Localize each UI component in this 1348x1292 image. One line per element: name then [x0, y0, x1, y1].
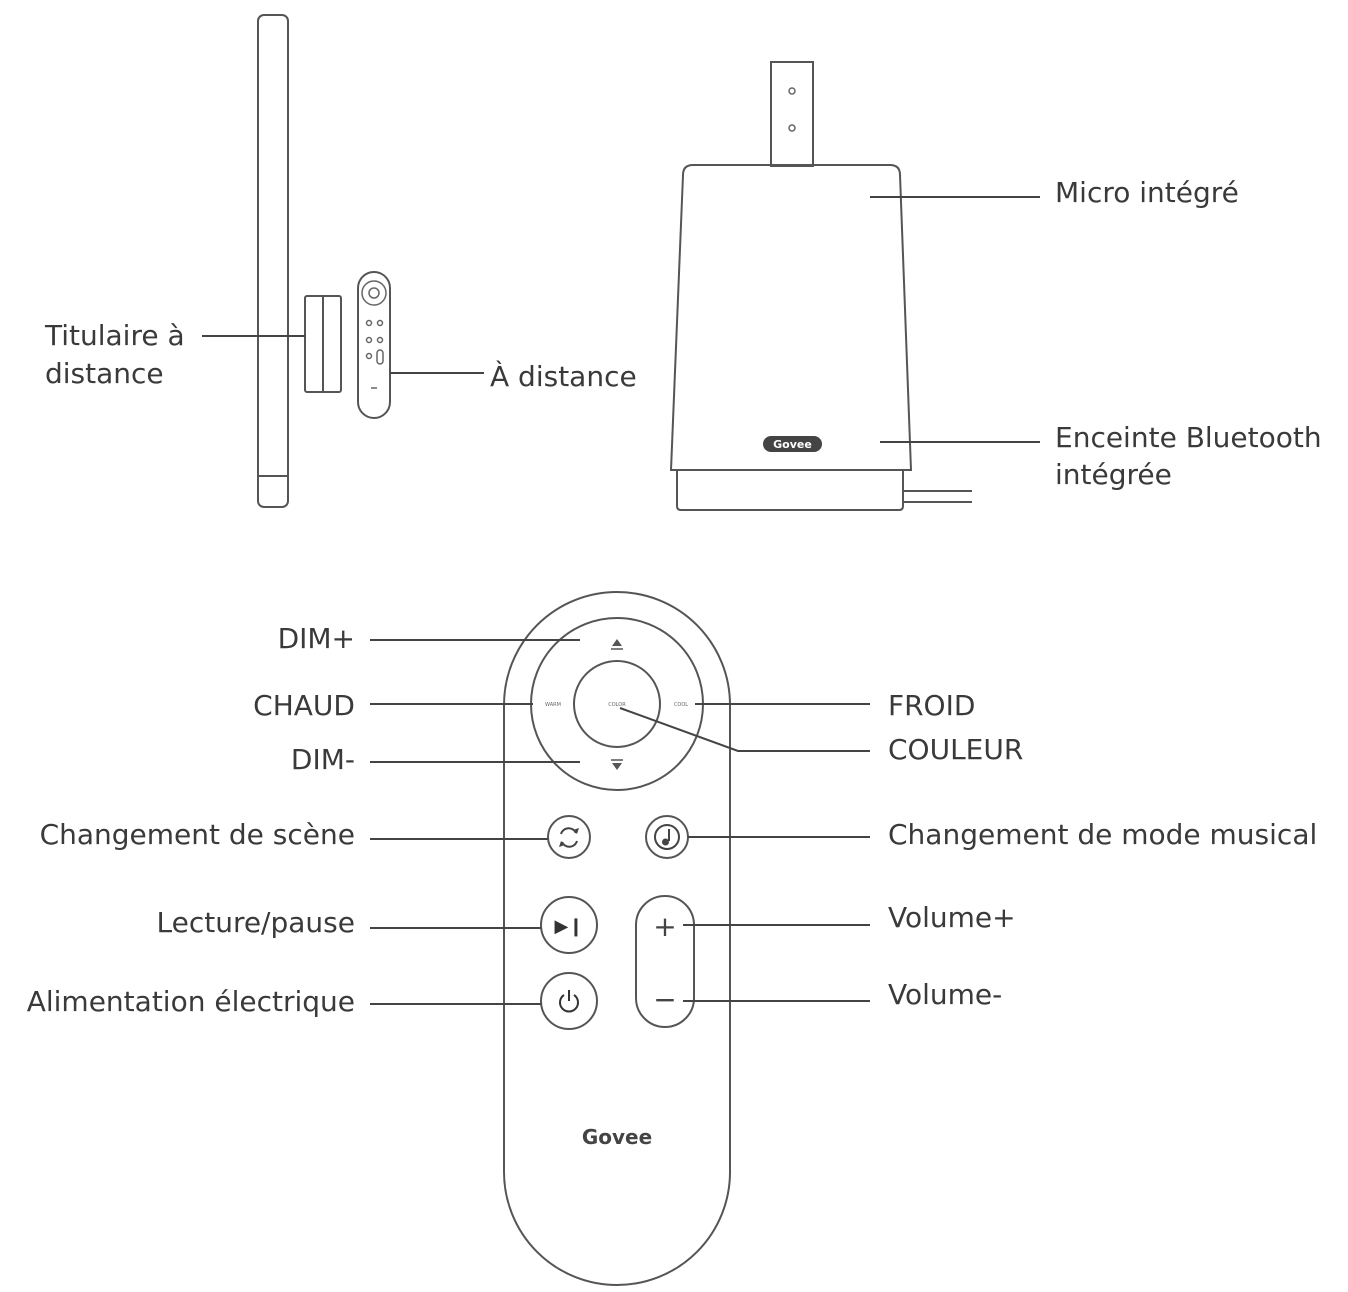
volume-rocker[interactable]: [635, 895, 695, 1028]
label-speaker: Enceinte Bluetooth: [1055, 421, 1322, 454]
speaker-base: Govee: [669, 61, 972, 511]
label-music: Changement de mode musical: [888, 818, 1317, 851]
lamp-pole: [257, 14, 289, 508]
dim-plus-icon[interactable]: [611, 639, 623, 650]
speaker-logo-text: Govee: [773, 438, 812, 451]
label-chaud: CHAUD: [253, 689, 355, 722]
music-note-icon: [654, 824, 680, 850]
power-icon: [559, 990, 579, 1013]
label-play: Lecture/pause: [156, 906, 355, 939]
label-scene: Changement de scène: [40, 818, 355, 851]
label-speaker-2: intégrée: [1055, 458, 1172, 491]
label-dim-minus: DIM-: [291, 743, 355, 776]
label-remote-holder: Titulaire à: [44, 319, 185, 352]
power-button[interactable]: [540, 972, 598, 1030]
play-pause-button[interactable]: ▶❙: [540, 896, 598, 954]
dim-minus-icon[interactable]: [611, 759, 623, 770]
label-remote-holder-2: distance: [45, 357, 164, 390]
label-dim-plus: DIM+: [278, 622, 355, 655]
label-power: Alimentation électrique: [27, 985, 355, 1018]
speaker-logo-badge: [763, 436, 822, 452]
label-vol-plus: Volume+: [888, 901, 1016, 934]
color-button-label: COLOR: [608, 702, 626, 708]
scene-button[interactable]: [547, 815, 591, 859]
volume-minus-icon[interactable]: −: [653, 983, 676, 1016]
play-pause-icon: ▶❙: [555, 916, 584, 937]
leader-couleur: [619, 707, 870, 752]
label-remote: À distance: [490, 359, 637, 393]
label-vol-minus: Volume-: [888, 978, 1002, 1011]
music-mode-button[interactable]: [645, 815, 689, 859]
scene-cycle-icon: [559, 827, 579, 848]
warm-button-label[interactable]: WARM: [545, 702, 561, 708]
remote-control: COLOR WARM COOL: [503, 591, 731, 1286]
remote-logo: Govee: [582, 1125, 652, 1149]
cool-button-label[interactable]: COOL: [674, 702, 688, 708]
remote-body: [503, 591, 731, 1286]
small-remote: [357, 271, 391, 419]
label-froid: FROID: [888, 689, 975, 722]
label-couleur: COULEUR: [888, 733, 1023, 766]
color-button[interactable]: [573, 660, 661, 748]
volume-plus-icon[interactable]: +: [653, 910, 676, 943]
label-mic: Micro intégré: [1055, 176, 1239, 209]
remote-holder: [304, 295, 342, 393]
